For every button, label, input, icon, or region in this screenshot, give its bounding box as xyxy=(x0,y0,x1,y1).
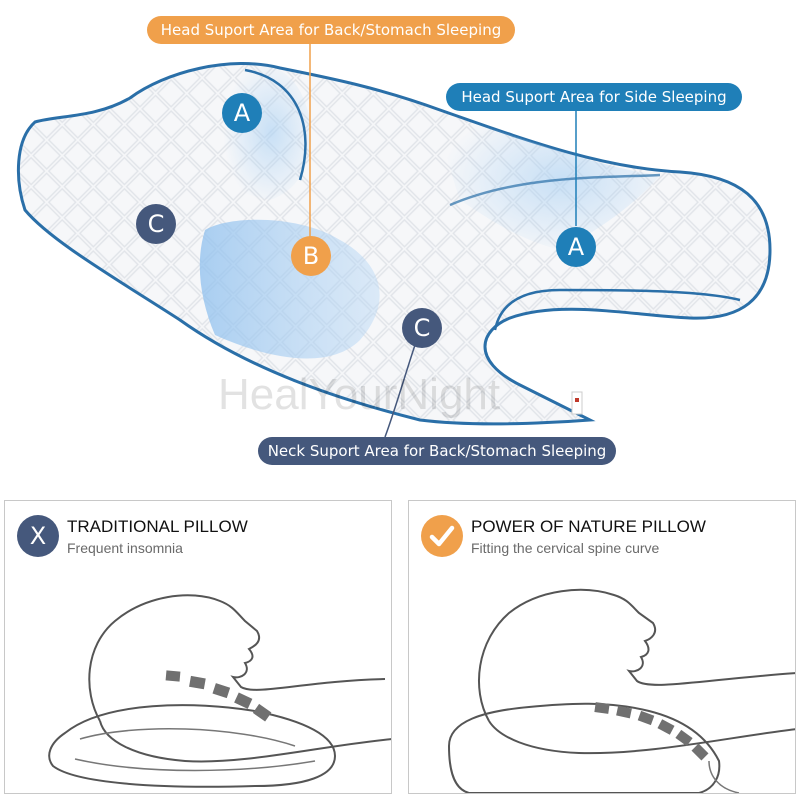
marker-c-right: C xyxy=(402,308,442,348)
check-icon xyxy=(429,525,455,547)
callout-head-back-stomach: Head Suport Area for Back/Stomach Sleepi… xyxy=(147,16,515,44)
callout-neck-back-stomach: Neck Suport Area for Back/Stomach Sleepi… xyxy=(258,437,616,465)
watermark: HealYourNight xyxy=(218,370,501,419)
marker-c-left: C xyxy=(136,204,176,244)
marker-b: B xyxy=(291,236,331,276)
traditional-subtitle: Frequent insomnia xyxy=(67,540,183,556)
traditional-pillow-panel: X TRADITIONAL PILLOW Frequent insomnia xyxy=(4,500,392,794)
pillow-illustration xyxy=(16,42,772,438)
nature-head-illustration xyxy=(447,588,795,793)
x-icon: X xyxy=(29,522,47,550)
check-badge xyxy=(421,515,463,557)
pillow-body xyxy=(16,62,772,426)
nature-subtitle: Fitting the cervical spine curve xyxy=(471,540,660,556)
marker-a-right: A xyxy=(556,227,596,267)
nature-title: POWER OF NATURE PILLOW xyxy=(471,517,706,536)
x-badge: X xyxy=(17,515,59,557)
nature-pillow-panel: POWER OF NATURE PILLOW Fitting the cervi… xyxy=(408,500,796,794)
marker-a-left: A xyxy=(222,93,262,133)
callout-head-side: Head Suport Area for Side Sleeping xyxy=(446,83,742,111)
traditional-title: TRADITIONAL PILLOW xyxy=(67,517,248,536)
traditional-head-illustration xyxy=(48,594,391,788)
